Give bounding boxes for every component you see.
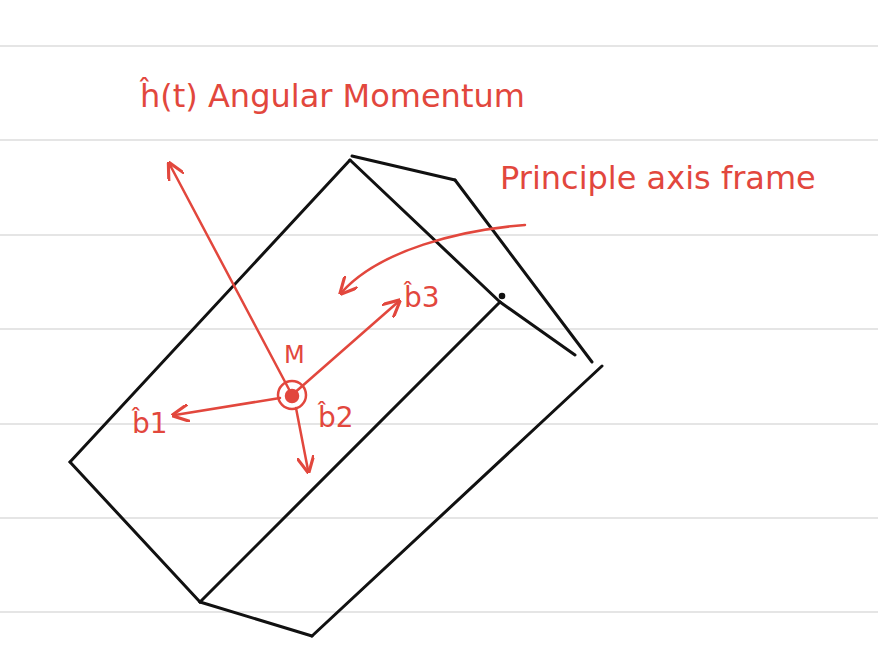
ruled-lines [0, 46, 878, 612]
angular-momentum-label: ĥ(t) Angular Momentum [140, 78, 525, 115]
frame-label: Principle axis frame [500, 160, 816, 197]
axis-label: b̂3 [404, 282, 440, 314]
axis-label: b̂1 [132, 408, 168, 440]
prism-outline [70, 156, 602, 636]
mass-center-label: M [284, 342, 305, 370]
axis-arrows [170, 165, 525, 470]
axis-label: b̂2 [318, 402, 354, 434]
